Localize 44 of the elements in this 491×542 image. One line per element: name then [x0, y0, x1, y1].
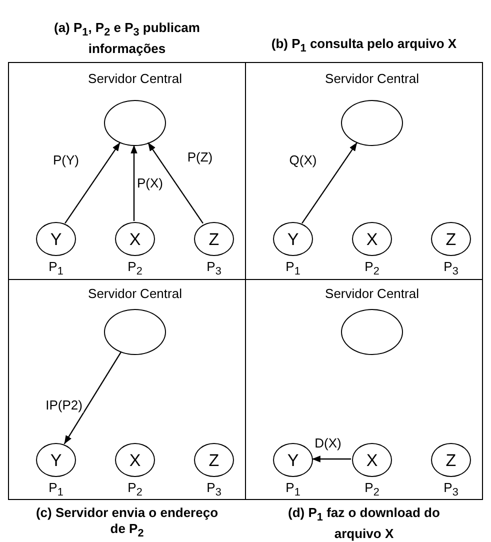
server-label: Servidor Central	[88, 286, 182, 301]
edge-label: Q(X)	[288, 152, 318, 168]
server-label: Servidor Central	[88, 71, 182, 86]
arrow	[312, 456, 351, 462]
peer-circle: X	[115, 443, 155, 477]
edge-label: D(X)	[314, 436, 342, 450]
peer-circle: Y	[36, 222, 76, 256]
peer-label: P$_{2}$	[364, 480, 380, 501]
panel-caption: (a) P$_{1}$, P$_{2}$ e P$_{3}$ publicam informações	[53, 20, 201, 57]
arrow	[64, 142, 121, 224]
server-label: Servidor Central	[325, 286, 419, 301]
peer-label: P$_{3}$	[444, 480, 458, 501]
panel-caption: (d) P$_{1}$ faz o download do arquivo X	[287, 505, 441, 542]
peer-label: P$_{3}$	[206, 480, 222, 501]
peer-label: P$_{1}$	[286, 480, 300, 501]
peer-label: P$_{2}$	[364, 259, 380, 280]
edge-label: P(Y)	[52, 152, 80, 168]
server-label: Servidor Central	[325, 71, 419, 86]
peer-label: P$_{1}$	[286, 259, 300, 280]
panel-caption: (b) P$_{1}$ consulta pelo arquivo X	[271, 36, 457, 57]
peer-label: P$_{3}$	[206, 259, 222, 280]
arrow	[130, 145, 138, 221]
arrow	[302, 142, 358, 224]
arrow	[147, 142, 204, 224]
peer-circle: Y	[36, 443, 76, 477]
edge-label: P(X)	[136, 176, 164, 190]
peer-circle: X	[352, 443, 392, 477]
peer-label: P$_{1}$	[48, 480, 64, 501]
edge-label: P(Z)	[186, 150, 214, 164]
edge-label: IP(P2)	[44, 398, 84, 412]
arrow	[64, 352, 122, 444]
peer-circle: Z	[431, 222, 471, 256]
peer-circle: X	[352, 222, 392, 256]
peer-circle: X	[115, 222, 155, 256]
peer-label: P$_{3}$	[444, 259, 458, 280]
peer-label: P$_{1}$	[48, 259, 64, 280]
peer-label: P$_{2}$	[128, 259, 142, 280]
panel-caption: (c) Servidor envia o endereço de P$_{2}$	[34, 505, 220, 542]
peer-circle: Y	[273, 443, 313, 477]
peer-circle: Z	[194, 443, 234, 477]
peer-circle: Z	[194, 222, 234, 256]
peer-label: P$_{2}$	[128, 480, 142, 501]
peer-circle: Y	[273, 222, 313, 256]
peer-circle: Z	[431, 443, 471, 477]
